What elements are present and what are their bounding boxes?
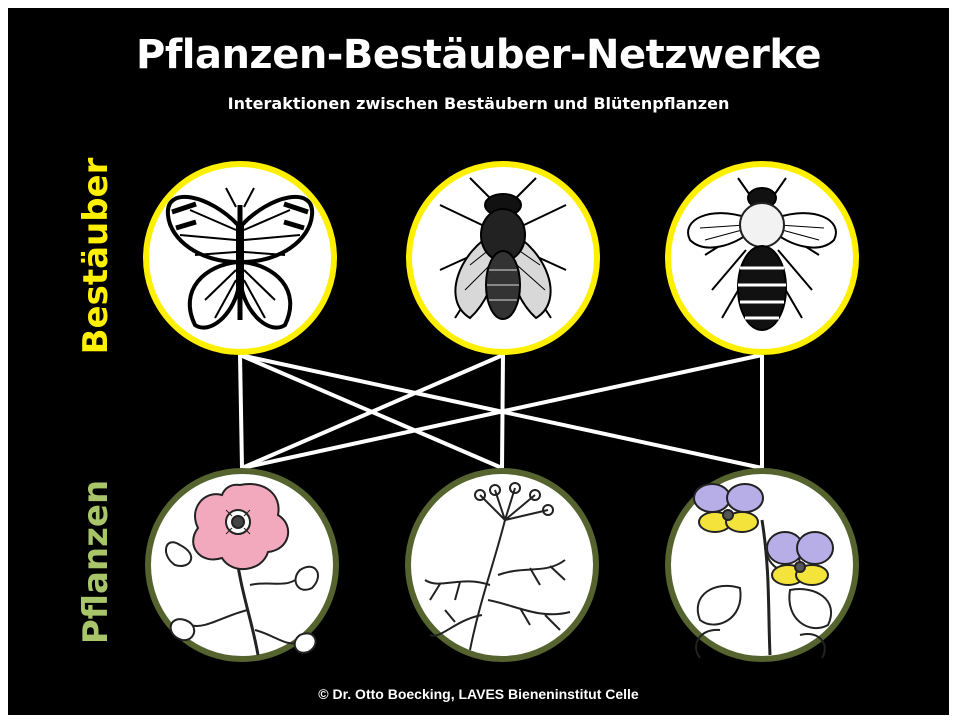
plants-label: Pflanzen	[76, 452, 116, 672]
pollinator-node-bee	[668, 164, 856, 352]
page-subtitle: Interaktionen zwischen Bestäubern und Bl…	[0, 94, 957, 113]
plant-node-rose	[148, 471, 336, 659]
copyright-credit: © Dr. Otto Boecking, LAVES Bieneninstitu…	[0, 686, 957, 702]
interaction-links	[240, 355, 762, 468]
pollinator-node-fly	[409, 164, 597, 352]
link-butterfly-rose	[240, 355, 242, 468]
pollinators-label: Bestäuber	[76, 146, 116, 366]
plant-node-umbellifer	[408, 471, 596, 659]
pollinator-node-butterfly	[146, 164, 334, 352]
page-title: Pflanzen-Bestäuber-Netzwerke	[0, 32, 957, 78]
plant-node-pansy	[668, 471, 856, 659]
